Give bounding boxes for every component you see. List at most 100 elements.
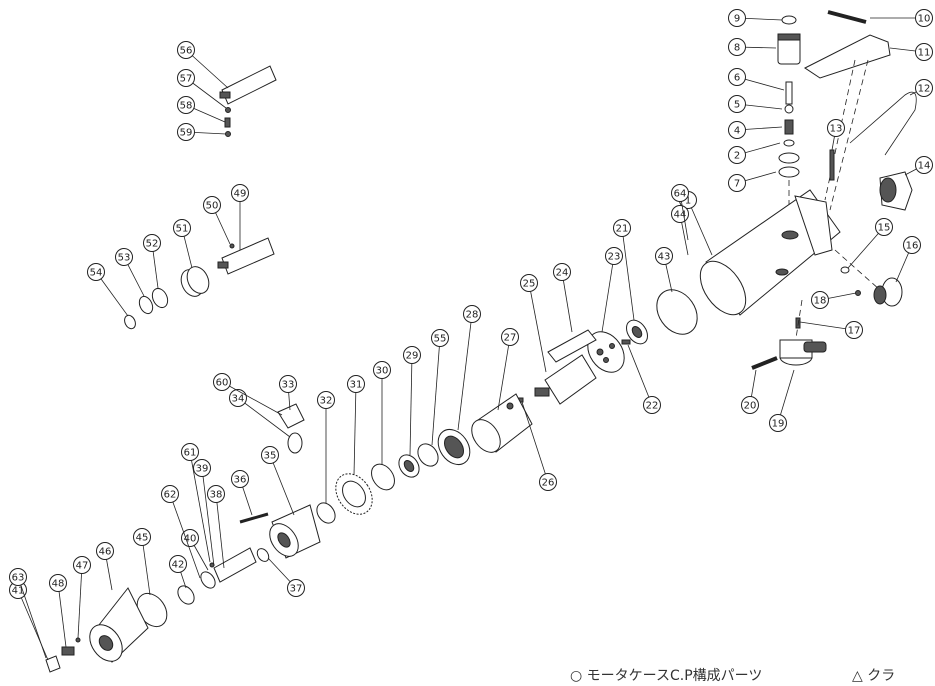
- legend-circle-item: ○ モータケースC.P構成パーツ: [570, 668, 762, 684]
- leader-line-1: [687, 199, 713, 256]
- callout-label-44: 44: [674, 210, 687, 221]
- callout-label-20: 20: [744, 401, 757, 412]
- leader-line-39: [201, 467, 215, 567]
- part-oring-30: [371, 463, 395, 491]
- callout-label-41: 41: [12, 586, 25, 597]
- part-clutch-33: [277, 403, 305, 429]
- part-throttle-lever: [804, 10, 891, 211]
- callout-circle-49: [231, 184, 249, 202]
- part-washer-32: [316, 502, 336, 524]
- leader-line-45: [141, 536, 151, 596]
- callout-label-37: 37: [290, 584, 303, 595]
- callout-circle-30: [373, 361, 391, 379]
- part-gear-31: [335, 473, 373, 515]
- part-motor-housing: [699, 189, 881, 316]
- callout-label-30: 30: [376, 366, 389, 377]
- callout-label-8: 8: [734, 43, 740, 54]
- part-end-plate-23: [587, 331, 631, 373]
- callout-circle-9: [728, 9, 746, 27]
- callout-circle-27: [501, 328, 519, 346]
- callout-circle-28: [463, 305, 481, 323]
- callout-circle-32: [317, 391, 335, 409]
- callout-label-10: 10: [918, 14, 931, 25]
- callout-circle-10: [915, 9, 933, 27]
- part-spring-clip: [849, 91, 917, 156]
- leader-line-61: [189, 451, 211, 563]
- callout-label-17: 17: [848, 326, 861, 337]
- callout-label-4: 4: [734, 126, 740, 137]
- callout-label-19: 19: [772, 419, 785, 430]
- callout-circle-42: [169, 555, 187, 573]
- leader-line-35: [269, 454, 295, 516]
- callout-circle-59: [177, 123, 195, 141]
- callout-label-64: 64: [674, 189, 687, 200]
- callout-circle-15: [875, 218, 893, 236]
- leader-line-25: [528, 282, 547, 373]
- callout-circle-21: [613, 219, 631, 237]
- part-ring-54: [124, 314, 136, 330]
- callout-circle-14: [915, 156, 933, 174]
- leader-line-38: [215, 493, 225, 569]
- callout-circle-20: [741, 396, 759, 414]
- callout-label-33: 33: [282, 380, 295, 391]
- callout-label-53: 53: [118, 253, 131, 264]
- callout-label-52: 52: [146, 239, 159, 250]
- callout-label-38: 38: [210, 490, 223, 501]
- callout-circle-54: [87, 263, 105, 281]
- part-valve-stack: [777, 15, 801, 240]
- callout-circle-29: [403, 346, 421, 364]
- part-front-case-46: [89, 587, 149, 663]
- callout-label-40: 40: [184, 534, 197, 545]
- part-bearing-29: [398, 454, 420, 478]
- callout-label-31: 31: [350, 380, 363, 391]
- callout-label-48: 48: [52, 579, 65, 590]
- callout-circle-22: [643, 396, 661, 414]
- callout-circle-33: [279, 375, 297, 393]
- callout-circle-55: [431, 329, 449, 347]
- callout-circle-51: [173, 219, 191, 237]
- callout-label-2: 2: [734, 151, 740, 162]
- callout-label-26: 26: [542, 478, 555, 489]
- callout-label-56: 56: [180, 46, 193, 57]
- callout-label-28: 28: [466, 310, 479, 321]
- callout-circle-25: [520, 274, 538, 292]
- part-spindle-38: [200, 547, 257, 589]
- callout-label-5: 5: [734, 100, 740, 111]
- callout-label-63: 63: [12, 573, 25, 584]
- part-spring-58: [224, 117, 231, 128]
- callout-circle-50: [203, 196, 221, 214]
- part-pin-13: [829, 149, 835, 181]
- callout-circle-5: [728, 95, 746, 113]
- leader-line-22: [627, 344, 653, 406]
- callout-label-7: 7: [734, 179, 740, 190]
- callout-label-13: 13: [830, 124, 843, 135]
- part-shaft-49: [217, 237, 275, 275]
- part-cylinder-27: [471, 393, 533, 453]
- callout-label-54: 54: [90, 268, 103, 279]
- callout-label-1: 1: [685, 196, 691, 207]
- callout-circle-6: [728, 68, 746, 86]
- callout-label-15: 15: [878, 223, 891, 234]
- callout-circle-57: [177, 69, 195, 87]
- part-washer-53: [138, 295, 154, 315]
- legend-triangle-item: △ クラ: [852, 668, 895, 684]
- callout-label-6: 6: [734, 73, 740, 84]
- callout-label-55: 55: [434, 334, 447, 345]
- callout-circle-36: [231, 470, 249, 488]
- callout-label-46: 46: [99, 547, 112, 558]
- leader-line-28: [457, 313, 473, 431]
- callout-circle-17: [845, 321, 863, 339]
- part-spring-51: [180, 266, 210, 297]
- part-spring-52: [151, 287, 169, 309]
- callout-label-51: 51: [176, 224, 189, 235]
- part-screw-48: [61, 646, 75, 656]
- callout-circle-31: [347, 375, 365, 393]
- callout-circle-56: [177, 41, 195, 59]
- callout-label-35: 35: [264, 451, 277, 462]
- leader-line-27: [497, 336, 511, 411]
- callout-circle-12: [915, 79, 933, 97]
- callout-label-36: 36: [234, 475, 247, 486]
- part-spring-34: [287, 432, 303, 454]
- callout-circle-2: [728, 146, 746, 164]
- callout-circle-45: [133, 528, 151, 546]
